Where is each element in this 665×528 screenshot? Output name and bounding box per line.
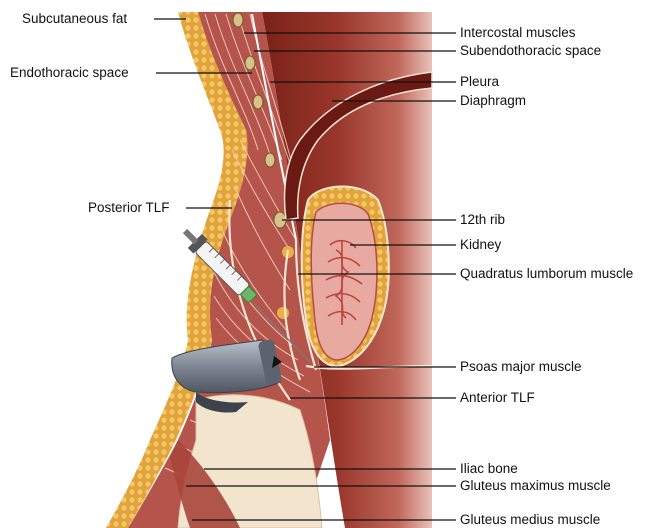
label-posterior-tlf: Posterior TLF <box>88 200 170 216</box>
label-quadratus-lumborum: Quadratus lumborum muscle <box>460 266 633 282</box>
label-psoas-major: Psoas major muscle <box>460 359 582 375</box>
label-gluteus-medius: Gluteus medius muscle <box>460 512 600 528</box>
label-anterior-tlf: Anterior TLF <box>460 390 535 406</box>
label-endothoracic-space: Endothoracic space <box>10 65 129 81</box>
label-pleura: Pleura <box>460 74 499 90</box>
label-iliac-bone: Iliac bone <box>460 461 518 477</box>
label-diaphragm: Diaphragm <box>460 93 526 109</box>
label-subcutaneous-fat: Subcutaneous fat <box>22 11 127 27</box>
label-gluteus-maximus: Gluteus maximus muscle <box>460 478 611 494</box>
label-kidney: Kidney <box>460 237 501 253</box>
label-intercostal-muscles: Intercostal muscles <box>460 25 576 41</box>
label-12th-rib: 12th rib <box>460 212 505 228</box>
label-subendothoracic-space: Subendothoracic space <box>460 43 601 59</box>
